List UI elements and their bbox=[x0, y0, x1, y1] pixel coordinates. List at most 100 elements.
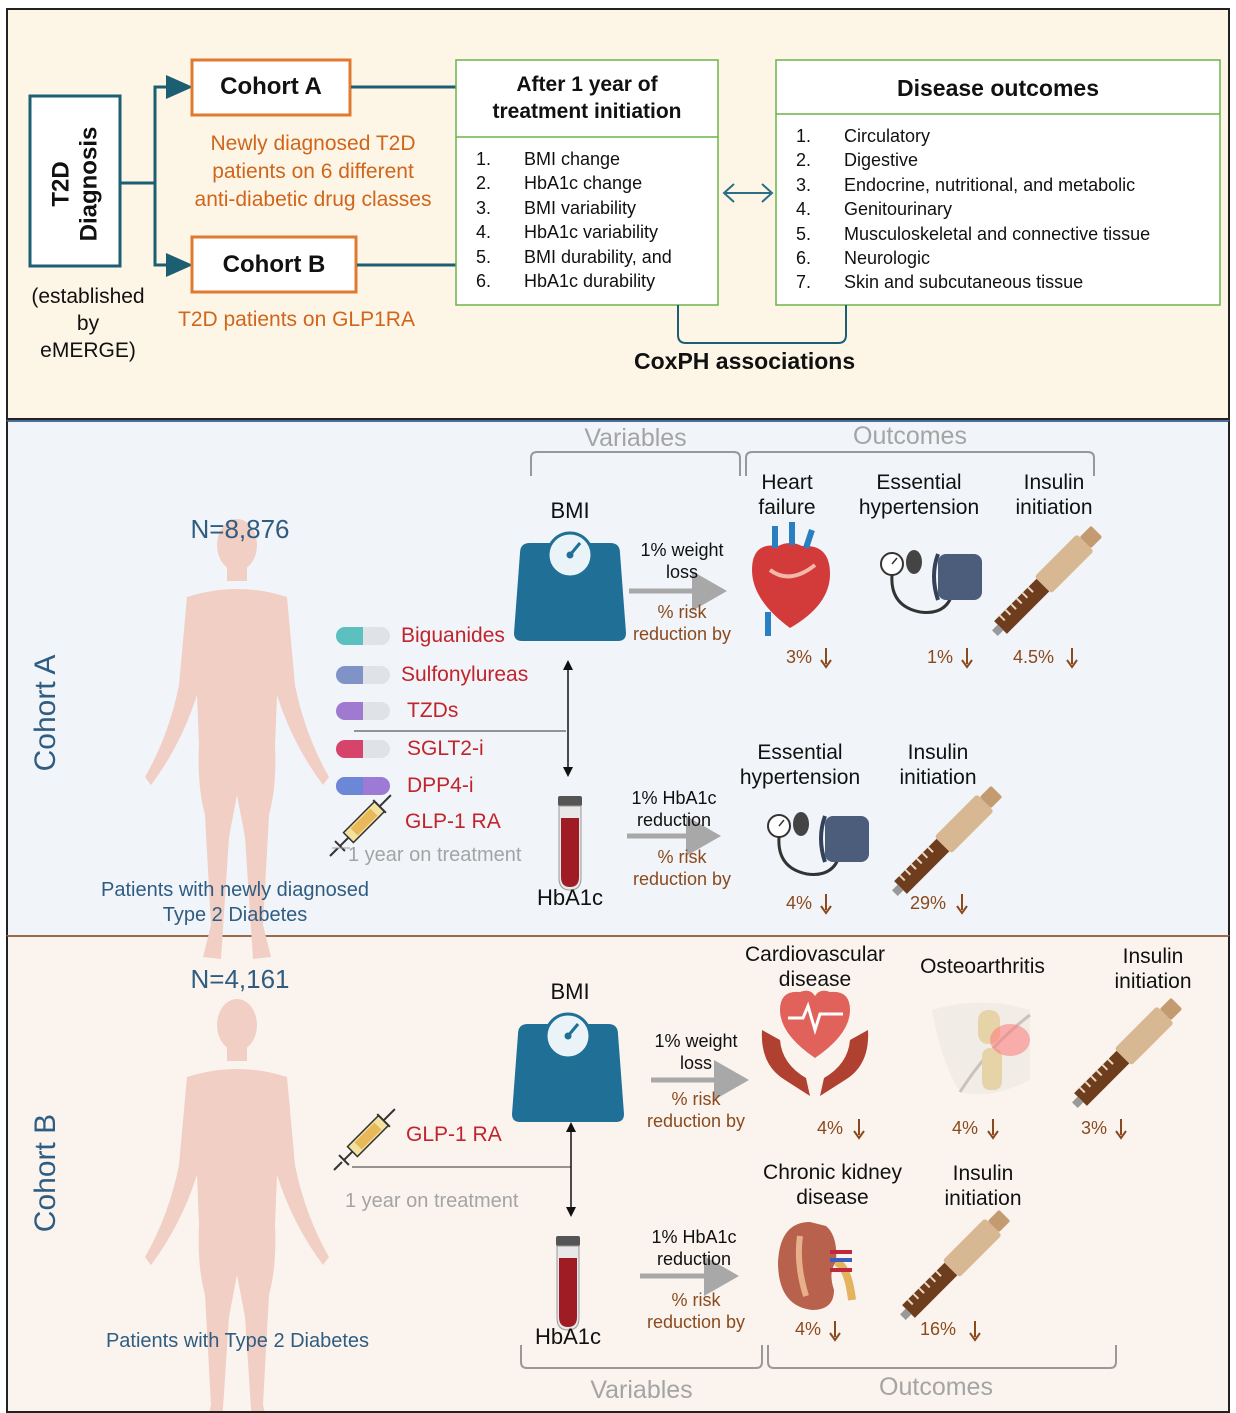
sglt2-pill-icon bbox=[336, 740, 390, 758]
cohort-a-sample-size: N=8,876 bbox=[190, 514, 290, 544]
list-item-number: 3. bbox=[796, 174, 812, 195]
cohort-a-patients-caption: Patients with newly diagnosed Type 2 Dia… bbox=[101, 879, 369, 926]
heart-icon bbox=[752, 522, 830, 636]
drug-sulfonylureas: Sulfonylureas bbox=[401, 663, 529, 686]
list-item: 3. Endocrine, nutritional, and metabolic bbox=[796, 173, 1216, 197]
association-double-arrow bbox=[722, 183, 774, 203]
glp1-syringe-icon bbox=[333, 1101, 403, 1171]
list-item: 5. Musculoskeletal and connective tissue bbox=[796, 222, 1216, 246]
outcomes-label: Outcomes bbox=[853, 422, 967, 450]
variables-bracket bbox=[530, 451, 741, 476]
drug-dpp4i: DPP4-i bbox=[407, 774, 474, 797]
cohort-a-description: Newly diagnosed T2D patients on 6 differ… bbox=[194, 132, 432, 211]
risk-value: 4% bbox=[817, 1118, 844, 1138]
list-item-text: Skin and subcutaneous tissue bbox=[844, 272, 1084, 293]
cohort-a-label: Cohort A bbox=[220, 73, 322, 100]
decrease-arrow-icon bbox=[1066, 647, 1078, 668]
list-item-number: 4. bbox=[476, 222, 492, 243]
insulin-pen-icon bbox=[1065, 993, 1187, 1115]
list-item-text: Endocrine, nutritional, and metabolic bbox=[844, 174, 1136, 195]
list-item-number: 5. bbox=[796, 223, 812, 244]
bmi-hba1c-link-arrow bbox=[563, 660, 573, 777]
cohort-b-description: T2D patients on GLP1RA bbox=[178, 308, 415, 331]
risk-value: 4% bbox=[952, 1118, 979, 1138]
list-item: 5.BMI durability, and bbox=[476, 245, 716, 269]
risk-value: 29% bbox=[910, 893, 947, 913]
treatment-duration: 1 year on treatment bbox=[345, 1190, 519, 1212]
list-item-number: 7. bbox=[796, 272, 812, 293]
decrease-arrow-icon bbox=[829, 1320, 841, 1341]
blood-tube-icon bbox=[555, 1235, 581, 1331]
cohort-b-sample-size: N=4,161 bbox=[190, 964, 290, 994]
heart-in-hands-icon bbox=[761, 990, 869, 1096]
list-item-text: BMI change bbox=[524, 149, 621, 169]
decrease-arrow-icon bbox=[956, 893, 968, 914]
decrease-arrow-icon bbox=[961, 647, 973, 668]
list-item: 1. BMI change bbox=[476, 147, 716, 171]
cohort-a-side-label: Cohort A bbox=[29, 654, 62, 772]
tzd-pill-icon bbox=[336, 702, 390, 720]
list-item: 2.Digestive bbox=[796, 148, 1216, 172]
risk-value: 4.5% bbox=[1013, 647, 1055, 667]
blood-pressure-icon bbox=[766, 810, 871, 877]
risk-value: 4% bbox=[786, 893, 813, 913]
list-item: 4. Genitourinary bbox=[796, 197, 1216, 221]
outcomes-bracket bbox=[767, 1345, 1117, 1369]
outcomes-label: Outcomes bbox=[879, 1373, 993, 1401]
list-item: 6. Neurologic bbox=[796, 246, 1216, 270]
list-item-number: 2. bbox=[476, 173, 492, 194]
coxph-label: CoxPH associations bbox=[634, 348, 856, 374]
list-item-number: 1. bbox=[476, 149, 492, 169]
risk-value: 4% bbox=[795, 1319, 822, 1339]
blood-tube-icon bbox=[557, 795, 583, 891]
established-note: (established by eMERGE) bbox=[31, 285, 145, 362]
decrease-arrow-icon bbox=[820, 893, 832, 914]
list-item-number: 1. bbox=[796, 126, 812, 146]
bmi-label: BMI bbox=[550, 498, 590, 523]
list-item-number: 6. bbox=[796, 247, 812, 268]
sulfonylurea-pill-icon bbox=[336, 666, 390, 684]
t2d-box bbox=[28, 94, 122, 268]
insulin-pen-icon bbox=[885, 781, 1007, 903]
list-item-text: Genitourinary bbox=[844, 199, 953, 220]
cohort-a-box bbox=[190, 58, 352, 117]
list-item-number: 5. bbox=[476, 246, 492, 267]
list-item-text: Musculoskeletal and connective tissue bbox=[844, 223, 1151, 244]
treatment-box bbox=[455, 59, 719, 306]
cohort-b-label: Cohort B bbox=[222, 251, 326, 278]
decrease-arrow-icon bbox=[987, 1118, 999, 1139]
dpp4-pill-icon bbox=[336, 777, 390, 795]
drug-sglt2i: SGLT2-i bbox=[407, 737, 484, 760]
decrease-arrow-icon bbox=[820, 647, 832, 668]
list-item: 6.HbA1c durability bbox=[476, 269, 716, 293]
outcomes-box-title: Disease outcomes bbox=[897, 75, 1099, 101]
risk-value: 16% bbox=[920, 1319, 957, 1339]
risk-value: 3% bbox=[1081, 1118, 1108, 1138]
insulin-pen-icon bbox=[985, 521, 1107, 643]
risk-value: 1% bbox=[927, 647, 954, 667]
variables-bracket bbox=[520, 1345, 763, 1369]
drug-biguanides: Biguanides bbox=[401, 624, 505, 647]
decrease-arrow-icon bbox=[853, 1118, 865, 1139]
bmi-label: BMI bbox=[550, 979, 590, 1004]
biguanide-pill-icon bbox=[336, 627, 390, 645]
outcome-osteoarthritis: Osteoarthritis bbox=[920, 955, 1045, 978]
list-item-text: Neurologic bbox=[844, 247, 931, 268]
treatment-duration: 1 year on treatment bbox=[348, 844, 522, 866]
hba1c-label: HbA1c bbox=[534, 1324, 602, 1349]
decrease-arrow-icon bbox=[1115, 1118, 1127, 1139]
list-item-text: Circulatory bbox=[844, 126, 931, 146]
list-item-number: 4. bbox=[796, 199, 812, 220]
